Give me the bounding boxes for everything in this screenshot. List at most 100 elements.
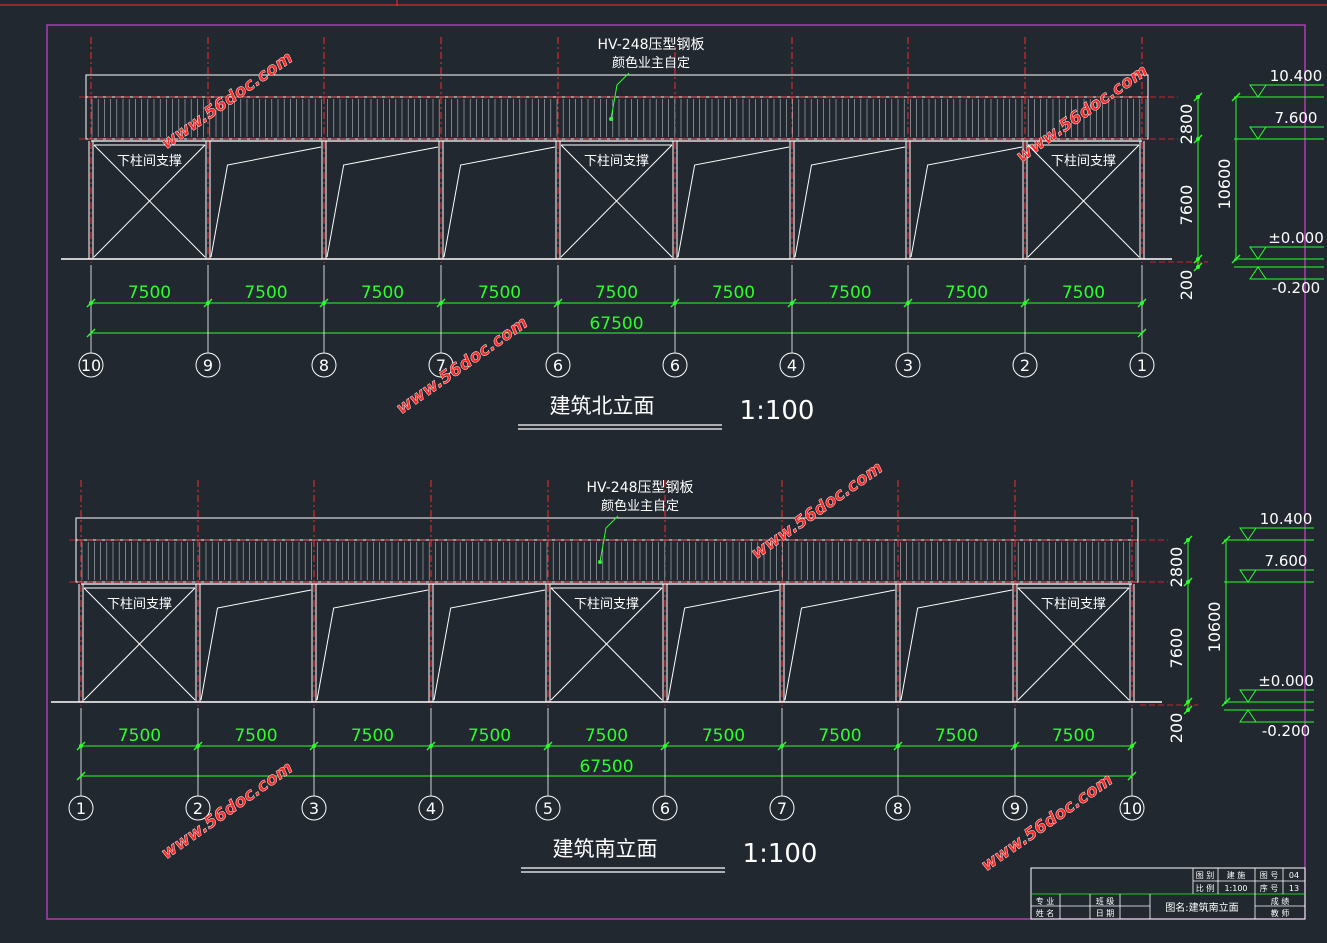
watermark-text: www.56doc.com: [158, 48, 297, 154]
dimension-node: [1013, 744, 1017, 748]
roof-outline: [85, 74, 1149, 140]
dimension-node: [439, 301, 443, 305]
axis-label: 6: [553, 356, 563, 375]
title-block-cell: 图 号: [1260, 871, 1279, 880]
watermark-text: www.56doc.com: [393, 313, 532, 419]
axis-label: 7: [436, 356, 446, 375]
bay-dimension: 7500: [478, 283, 521, 303]
bay-dimension: 7500: [351, 726, 394, 746]
dimension-node: [1186, 580, 1190, 584]
axis-bubble: [301, 795, 327, 821]
axis-bubble: [545, 352, 571, 378]
opening-line: [677, 146, 790, 258]
axis-bubble: [185, 795, 211, 821]
level-value: ±0.000: [1258, 672, 1314, 690]
watermark-text: www.56doc.com: [158, 758, 297, 864]
dimension-tick: [1127, 771, 1137, 781]
opening-line: [433, 589, 546, 701]
brace-label: 下柱间支撑: [574, 597, 639, 612]
opening-line: [316, 589, 429, 701]
bay-dimension: 7500: [1062, 283, 1105, 303]
bay-dimension: 7500: [118, 726, 161, 746]
level-marker: [1239, 569, 1257, 583]
level-value: 10.400: [1260, 510, 1313, 528]
dimension-node: [906, 301, 910, 305]
opening-line: [667, 589, 780, 701]
cross-brace: [83, 587, 196, 701]
dimension-node: [89, 301, 93, 305]
dimension-node: [196, 744, 200, 748]
title-block-cell: 班 级: [1096, 896, 1115, 906]
vertical-dimension: 2800: [1167, 547, 1186, 588]
watermark-text: www.56doc.com: [978, 770, 1117, 876]
bay-dimension: 7500: [1052, 726, 1095, 746]
dimension-node: [79, 744, 83, 748]
title-block-cell: 建 施: [1227, 870, 1246, 880]
dimension-node: [312, 744, 316, 748]
elevation-title: 建筑南立面: [553, 837, 658, 861]
dimension-node: [1186, 700, 1190, 704]
level-marker: [1239, 689, 1257, 703]
title-block-cell: 比 例: [1196, 883, 1215, 893]
vertical-dimension: 10600: [1205, 602, 1224, 653]
dimension-tick: [86, 328, 96, 338]
level-value: 10.400: [1270, 67, 1323, 85]
cross-brace: [1027, 144, 1140, 258]
elevation-scale: 1:100: [740, 396, 815, 426]
cross-brace: [1017, 587, 1130, 701]
title-block-cell: 教 师: [1271, 908, 1290, 918]
dimension-node: [1196, 257, 1200, 261]
axis-bubble: [68, 795, 94, 821]
axis-label: 8: [893, 799, 903, 818]
level-value: 7.600: [1275, 109, 1318, 127]
dimension-node: [429, 744, 433, 748]
dimension-node: [1186, 708, 1190, 712]
level-marker: [1249, 266, 1267, 280]
title-block-cell: 图 别: [1196, 871, 1215, 880]
dimension-node: [1196, 137, 1200, 141]
axis-label: 3: [309, 799, 319, 818]
watermark-text: www.56doc.com: [1013, 61, 1152, 167]
dimension-node: [790, 301, 794, 305]
total-dimension: 67500: [579, 757, 633, 777]
axis-bubble: [652, 795, 678, 821]
title-block-border: [1030, 867, 1306, 920]
bay-dimension: 7500: [712, 283, 755, 303]
total-dimension: 67500: [589, 314, 643, 334]
dimension-node: [1023, 301, 1027, 305]
roof-sublabel: 颜色业主自定: [612, 55, 690, 71]
opening-line: [210, 146, 322, 258]
axis-label: 6: [660, 799, 670, 818]
axis-bubble: [885, 795, 911, 821]
axis-bubble: [1012, 352, 1038, 378]
dimension-node: [206, 301, 210, 305]
title-block-cell: 04: [1289, 871, 1299, 880]
opening-line: [910, 146, 1023, 258]
level-value: 7.600: [1265, 552, 1308, 570]
opening-line: [794, 146, 906, 258]
bay-dimension: 7500: [244, 283, 287, 303]
bay-dimension: 7500: [468, 726, 511, 746]
dimension-node: [1140, 301, 1144, 305]
dimension-node: [1186, 538, 1190, 542]
brace-label: 下柱间支撑: [107, 597, 172, 612]
level-marker: [1249, 126, 1267, 140]
vertical-dimension: 200: [1177, 270, 1196, 301]
axis-label: 1: [1137, 356, 1147, 375]
opening-line: [443, 146, 556, 258]
axis-bubble: [662, 352, 688, 378]
cross-brace: [550, 587, 663, 701]
watermark-text: www.56doc.com: [748, 458, 887, 564]
axis-label: 2: [1020, 356, 1030, 375]
bay-dimension: 7500: [361, 283, 404, 303]
vertical-dimension: 7600: [1177, 185, 1196, 226]
dimension-node: [780, 744, 784, 748]
axis-label: 8: [319, 356, 329, 375]
opening-line: [200, 589, 312, 701]
title-block-cell: 专 业: [1036, 896, 1055, 906]
axis-bubble: [78, 352, 104, 378]
dimension-node: [1130, 744, 1134, 748]
title-block-cell: 图名:建筑南立面: [1165, 901, 1238, 914]
bay-dimension: 7500: [935, 726, 978, 746]
dimension-node: [1196, 265, 1200, 269]
